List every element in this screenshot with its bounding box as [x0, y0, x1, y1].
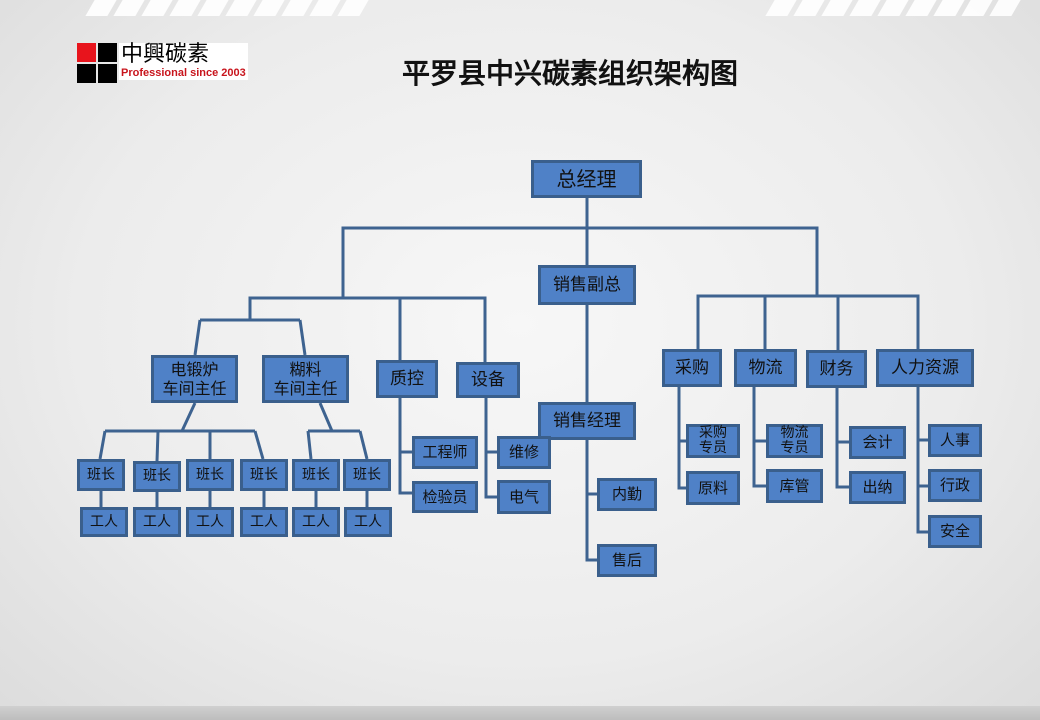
- node-equipment: 设备: [456, 362, 520, 398]
- node-human-resources: 人力资源: [876, 349, 974, 387]
- node-worker: 工人: [186, 507, 234, 537]
- logo-slogan: Professional since 2003: [121, 67, 246, 79]
- node-team-leader: 班长: [77, 459, 125, 491]
- company-logo: 中興碳素 Professional since 2003: [77, 43, 248, 83]
- node-raw-material: 原料: [686, 471, 740, 505]
- node-worker: 工人: [292, 507, 340, 537]
- node-paste-director: 糊料 车间主任: [262, 355, 349, 403]
- node-team-leader: 班长: [292, 459, 340, 491]
- node-vp-sales: 销售副总: [538, 265, 636, 305]
- logo-name: 中興碳素: [121, 42, 210, 67]
- node-purchasing-staff: 采购 专员: [686, 424, 740, 458]
- node-logistics: 物流: [734, 349, 797, 387]
- node-worker: 工人: [80, 507, 128, 537]
- page-title: 平罗县中兴碳素组织架构图: [401, 57, 738, 90]
- logo-squares-icon: [77, 43, 117, 83]
- node-engineer: 工程师: [412, 436, 478, 469]
- node-warehouse: 库管: [766, 469, 823, 503]
- node-team-leader: 班长: [343, 459, 391, 491]
- node-quality-control: 质控: [376, 360, 438, 398]
- node-furnace-director: 电锻炉 车间主任: [151, 355, 238, 403]
- node-team-leader: 班长: [186, 459, 234, 491]
- node-purchasing: 采购: [662, 349, 722, 387]
- node-safety: 安全: [928, 515, 982, 548]
- node-team-leader: 班长: [240, 459, 288, 491]
- node-team-leader: 班长: [133, 461, 181, 492]
- floor: [0, 706, 1040, 720]
- node-worker: 工人: [240, 507, 288, 537]
- node-after-sales: 售后: [597, 544, 657, 577]
- node-finance: 财务: [806, 350, 867, 388]
- node-inspector: 检验员: [412, 481, 478, 513]
- node-electrical: 电气: [497, 480, 551, 514]
- node-office-staff: 内勤: [597, 478, 657, 511]
- node-sales-manager: 销售经理: [538, 402, 636, 440]
- node-administration: 行政: [928, 469, 982, 502]
- node-worker: 工人: [344, 507, 392, 537]
- node-personnel: 人事: [928, 424, 982, 457]
- node-cashier: 出纳: [849, 471, 906, 504]
- node-accounting: 会计: [849, 426, 906, 459]
- node-logistics-staff: 物流 专员: [766, 424, 823, 458]
- node-worker: 工人: [133, 507, 181, 537]
- node-repair: 维修: [497, 436, 551, 469]
- node-general-manager: 总经理: [531, 160, 642, 198]
